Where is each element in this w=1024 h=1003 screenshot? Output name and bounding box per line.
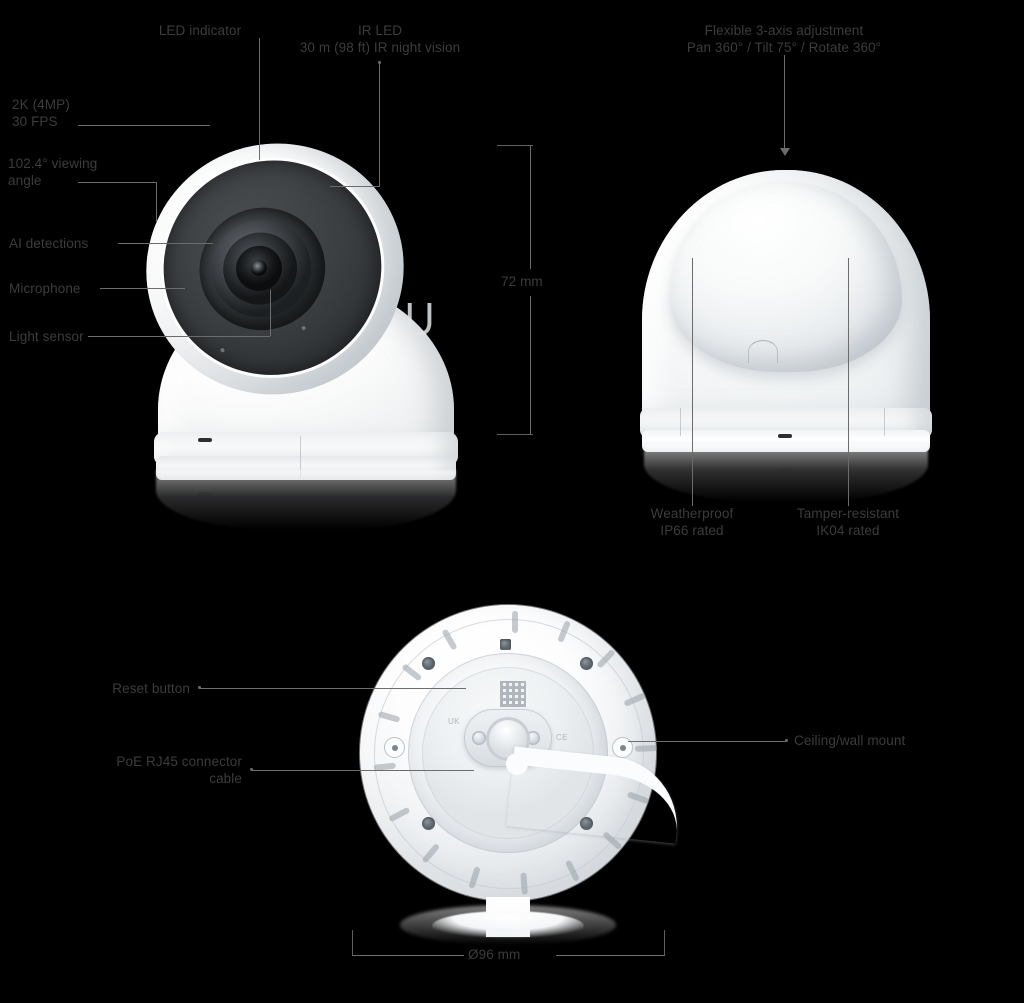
- label-microphone: Microphone: [9, 281, 81, 296]
- diameter-tick-left: [352, 930, 353, 956]
- gland-screw-left: [472, 731, 486, 745]
- leader-weatherproof: [692, 258, 693, 506]
- bottom-mount-illustration: UK CE: [360, 605, 684, 945]
- label-ai-detections: AI detections: [9, 236, 89, 251]
- rear-notch: [748, 340, 778, 363]
- leader-dot-reset: [198, 686, 201, 689]
- diameter-line-left: [352, 955, 464, 956]
- leader-viewing-angle-h: [78, 182, 156, 183]
- regulatory-mark-uk: UK: [448, 717, 460, 726]
- leader-ai-detections: [118, 243, 213, 244]
- leader-viewing-angle-v: [156, 182, 157, 223]
- rear-camera-illustration: [628, 140, 944, 502]
- reset-button-port[interactable]: [500, 639, 511, 650]
- leader-light-sensor-h: [88, 336, 270, 337]
- rear-seam-left: [680, 408, 681, 436]
- height-tick-bottom: [497, 434, 533, 435]
- microphone-vent: [198, 438, 212, 442]
- axis-arrow-icon: [780, 148, 790, 156]
- vent-slot: [512, 611, 518, 633]
- microphone-pinhole: [220, 347, 226, 353]
- screw-hole: [422, 817, 435, 830]
- label-tamper-resistant: Tamper-resistant IK04 rated: [796, 506, 900, 538]
- label-ir-led: IR LED 30 m (98 ft) IR night vision: [299, 23, 461, 55]
- screw-hole: [422, 657, 435, 670]
- leader-led-indicator: [259, 38, 260, 160]
- leader-poe-connector: [252, 770, 474, 771]
- height-line-lower: [530, 296, 531, 435]
- leader-ir-led-v: [379, 62, 380, 187]
- label-weatherproof: Weatherproof IP66 rated: [650, 506, 734, 538]
- diameter-line-right: [556, 955, 665, 956]
- brand-logo-icon: U: [404, 293, 435, 345]
- cable-entry-cap: [506, 753, 528, 775]
- rear-vent: [778, 434, 792, 438]
- leader-axis-adjustment: [784, 55, 785, 150]
- rear-reflection: [644, 444, 928, 502]
- height-tick-top: [497, 145, 533, 146]
- rear-dome-ball: [670, 182, 902, 372]
- regulatory-mark-ce: CE: [556, 733, 568, 742]
- label-light-sensor: Light sensor: [9, 329, 84, 344]
- body-seam: [300, 436, 301, 478]
- leader-tamper-resistant: [848, 258, 849, 506]
- bottom-reflection: [400, 905, 616, 945]
- screw-hole: [580, 657, 593, 670]
- reflection-vent: [198, 492, 212, 496]
- label-axis-adjustment: Flexible 3-axis adjustment Pan 360° / Ti…: [686, 23, 882, 55]
- height-line-upper: [530, 145, 531, 269]
- diameter-dimension-text: Ø96 mm: [468, 947, 521, 962]
- screw-hole: [580, 817, 593, 830]
- leader-resolution: [78, 125, 210, 126]
- mount-eyelet-right: [612, 737, 633, 758]
- mount-eyelet-left: [384, 737, 405, 758]
- label-resolution: 2K (4MP) 30 FPS: [12, 97, 70, 129]
- leader-reset-button: [200, 688, 466, 689]
- qr-code-icon: [500, 681, 526, 707]
- light-sensor-pinhole: [301, 325, 307, 331]
- front-reflection: [156, 470, 456, 530]
- vent-slot: [634, 745, 658, 752]
- leader-light-sensor-v: [270, 290, 271, 336]
- leader-ir-led-h: [330, 186, 380, 187]
- leader-dot-mount: [785, 739, 788, 742]
- label-reset-button: Reset button: [112, 681, 190, 696]
- leader-dot-ir: [378, 61, 381, 64]
- label-viewing-angle: 102.4° viewing angle: [8, 156, 98, 188]
- label-led-indicator: LED indicator: [158, 23, 242, 38]
- leader-dot-poe: [250, 768, 253, 771]
- height-dimension-text: 72 mm: [501, 274, 543, 289]
- label-ceiling-mount: Ceiling/wall mount: [794, 733, 906, 748]
- diameter-tick-right: [664, 930, 665, 956]
- leader-microphone: [100, 288, 185, 289]
- label-poe-connector: PoE RJ45 connector cable: [116, 754, 242, 786]
- mount-plate-ring: [374, 619, 644, 889]
- rear-reflection-vent: [778, 468, 792, 472]
- front-camera-illustration: U: [113, 110, 470, 530]
- rear-seam-right: [884, 408, 885, 436]
- leader-ceiling-mount: [628, 741, 786, 742]
